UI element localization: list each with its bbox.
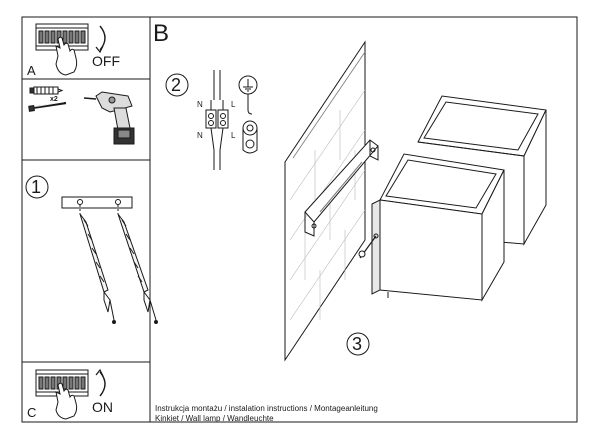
wire-l-top: L — [231, 100, 236, 109]
off-label: OFF — [92, 53, 120, 69]
wire-n-top: N — [197, 100, 203, 109]
hand-icon — [55, 36, 78, 76]
ground-symbol-icon — [238, 75, 258, 115]
step-2-circle — [165, 73, 189, 97]
mounting-strip — [61, 196, 133, 209]
hand-icon — [55, 382, 78, 420]
step-3-number: 3 — [352, 334, 363, 354]
sheet-border — [21, 16, 578, 423]
on-label: ON — [92, 399, 113, 415]
step-1-number: 1 — [31, 177, 42, 197]
screw-count-label: x2 — [50, 96, 58, 103]
screw-icon — [29, 86, 64, 95]
step-2-number: 2 — [171, 75, 182, 95]
wire-l-bottom: L — [231, 131, 236, 140]
lamp-back-cube — [417, 95, 547, 246]
wall-plug-icon — [79, 213, 116, 324]
wall-plug-icon — [117, 213, 158, 324]
screw-icon — [28, 101, 67, 112]
drill-icon — [83, 91, 135, 145]
ground-terminal-icon — [242, 120, 258, 154]
footer-line-2: Kinkiet / Wall lamp / Wandleuchte — [155, 414, 274, 423]
panel-b-letter: B — [153, 20, 170, 47]
footer-line-1: Instrukcja montażu / instalation instruc… — [155, 404, 378, 413]
wire-n-bottom: N — [197, 131, 203, 140]
terminal-block-icon — [205, 70, 229, 170]
panel-c-letter: C — [27, 405, 37, 420]
step-1-circle — [25, 175, 49, 199]
lamp-front-cube — [371, 153, 505, 302]
panel-a-letter: A — [27, 63, 36, 78]
mounting-bracket — [304, 139, 379, 237]
step-3-circle — [346, 332, 370, 356]
mounting-screw-icon — [358, 233, 379, 259]
